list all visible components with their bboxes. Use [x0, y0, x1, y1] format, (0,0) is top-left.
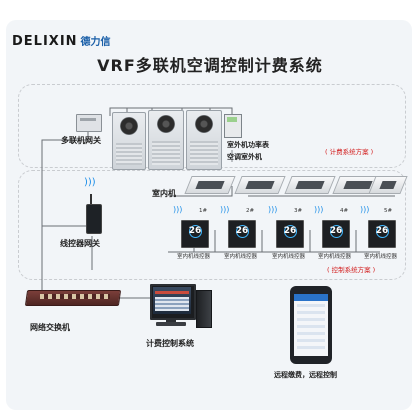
keyboard-icon — [156, 322, 186, 326]
thermostat-id: 2# — [246, 208, 255, 214]
dial-ring — [330, 225, 343, 238]
diagram-title: VRF多联机空调控制计费系统 — [97, 56, 323, 75]
gateway-vent — [80, 118, 96, 121]
fan-icon — [195, 115, 213, 133]
switch-label: 网络交换机 — [30, 323, 70, 332]
outdoor-unit-1 — [112, 112, 146, 170]
line-gateway-device — [86, 204, 102, 234]
thermostat-id: 1# — [199, 208, 208, 214]
antenna-icon — [90, 194, 92, 204]
indoor-cassette-2 — [234, 176, 286, 194]
thermostat-temp: 26 — [235, 226, 249, 236]
vent-grille — [190, 141, 218, 165]
control-scheme-label: ( 控制系统方案 ) — [327, 266, 376, 274]
wifi-icon: ))) — [268, 205, 278, 214]
vent-grille — [152, 141, 180, 165]
outdoor-unit-3 — [186, 110, 222, 170]
thermostat-screen: 26 — [322, 220, 350, 248]
pc-tower — [196, 290, 212, 328]
control-scheme-box — [18, 170, 406, 280]
vent-grille — [116, 143, 142, 165]
thermostat-id: 3# — [294, 208, 303, 214]
diagram-panel — [6, 20, 412, 410]
indoor-unit-label: 室内机 — [152, 189, 176, 198]
dial-ring — [376, 225, 389, 238]
wifi-icon: ))) — [314, 205, 324, 214]
thermostat-caption: 室内机线控器 — [272, 254, 306, 260]
wifi-icon: ))) — [84, 177, 96, 188]
wifi-icon: ))) — [173, 205, 183, 214]
screen-table — [155, 297, 189, 311]
thermostat-caption: 室内机线控器 — [318, 254, 352, 260]
outdoor-unit-label: 空调室外机 — [227, 153, 262, 161]
thermostat-temp: 26 — [188, 226, 202, 236]
phone-app-list — [297, 304, 325, 352]
thermostat-temp: 26 — [283, 226, 297, 236]
dial-ring — [236, 225, 249, 238]
fan-icon — [157, 115, 175, 133]
line-gateway-label: 线控器网关 — [60, 239, 100, 248]
indoor-cassette-1 — [184, 176, 236, 194]
switch-ports — [40, 294, 110, 299]
thermostat-id: 4# — [340, 208, 349, 214]
remote-label: 远程缴费，远程控制 — [274, 371, 337, 379]
thermostat-caption: 室内机线控器 — [177, 254, 211, 260]
wifi-icon: ))) — [360, 205, 370, 214]
billing-scheme-label: ( 计费系统方案 ) — [325, 148, 374, 156]
screen-bar — [155, 291, 189, 294]
multi-gateway-device — [76, 114, 102, 132]
thermostat-screen: 26 — [276, 220, 304, 248]
meter-display — [227, 117, 237, 122]
dial-ring — [284, 225, 297, 238]
thermostat-screen: 26 — [181, 220, 209, 248]
indoor-cassette-3 — [284, 176, 336, 194]
dial-ring — [189, 225, 202, 238]
phone-app-header — [294, 294, 328, 301]
thermostat-caption: 室内机线控器 — [364, 254, 398, 260]
thermostat-caption: 室内机线控器 — [224, 254, 258, 260]
fan-icon — [120, 117, 138, 135]
gateway-multi-label: 多联机网关 — [61, 136, 101, 145]
thermostat-temp: 26 — [329, 226, 343, 236]
thermostat-temp: 26 — [375, 226, 389, 236]
meter-label: 室外机功率表 — [227, 141, 269, 149]
brand-logo-en: DELIXIN — [12, 34, 78, 49]
wifi-icon: ))) — [220, 205, 230, 214]
billing-system-label: 计费控制系统 — [146, 339, 194, 348]
thermostat-id: 5# — [384, 208, 393, 214]
brand-logo-cn: 德力信 — [80, 37, 111, 48]
monitor-stand — [166, 318, 176, 322]
outdoor-unit-2 — [148, 110, 184, 170]
thermostat-screen: 26 — [228, 220, 256, 248]
thermostat-screen: 26 — [368, 220, 396, 248]
